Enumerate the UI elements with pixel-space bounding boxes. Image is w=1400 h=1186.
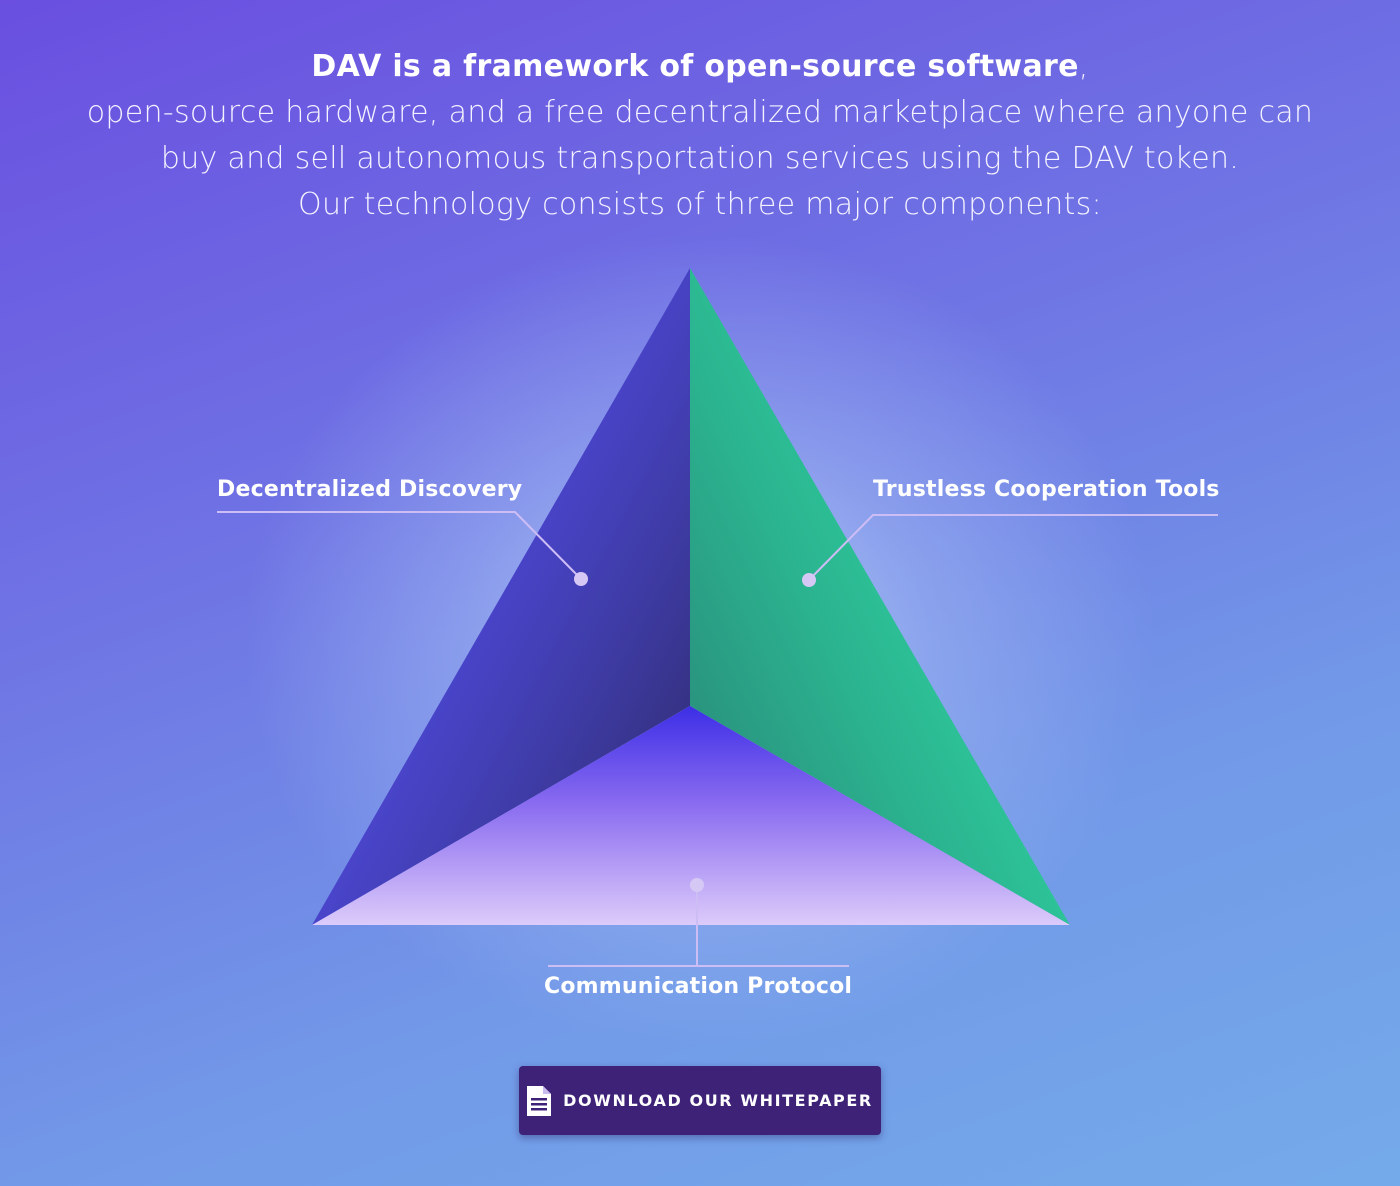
label-decentralized-discovery: Decentralized Discovery (217, 477, 523, 502)
marker-discovery (574, 572, 588, 586)
label-trustless-cooperation-tools: Trustless Cooperation Tools (873, 477, 1220, 502)
intro-line-3: buy and sell autonomous transportation s… (160, 141, 1240, 176)
leader-line-communication (548, 885, 849, 967)
leader-line-discovery (217, 511, 582, 580)
intro-line-4: Our technology consists of three major c… (298, 187, 1102, 222)
leader-line-trustless (808, 514, 1218, 581)
face-communication-protocol (312, 706, 1070, 925)
intro-line-2: open-source hardware, and a free decentr… (86, 95, 1314, 130)
label-communication-protocol: Communication Protocol (544, 974, 853, 999)
download-whitepaper-button[interactable]: DOWNLOAD OUR WHITEPAPER (519, 1066, 881, 1135)
marker-communication (690, 878, 704, 892)
marker-trustless (802, 573, 816, 587)
download-whitepaper-label: DOWNLOAD OUR WHITEPAPER (563, 1091, 873, 1110)
intro-text: DAV is a framework of open-source softwa… (0, 44, 1400, 228)
intro-line-1: DAV is a framework of open-source softwa… (0, 44, 1400, 90)
intro-comma: , (1078, 49, 1089, 84)
intro-bold: DAV is a framework of open-source softwa… (311, 49, 1079, 84)
document-icon (527, 1085, 552, 1116)
